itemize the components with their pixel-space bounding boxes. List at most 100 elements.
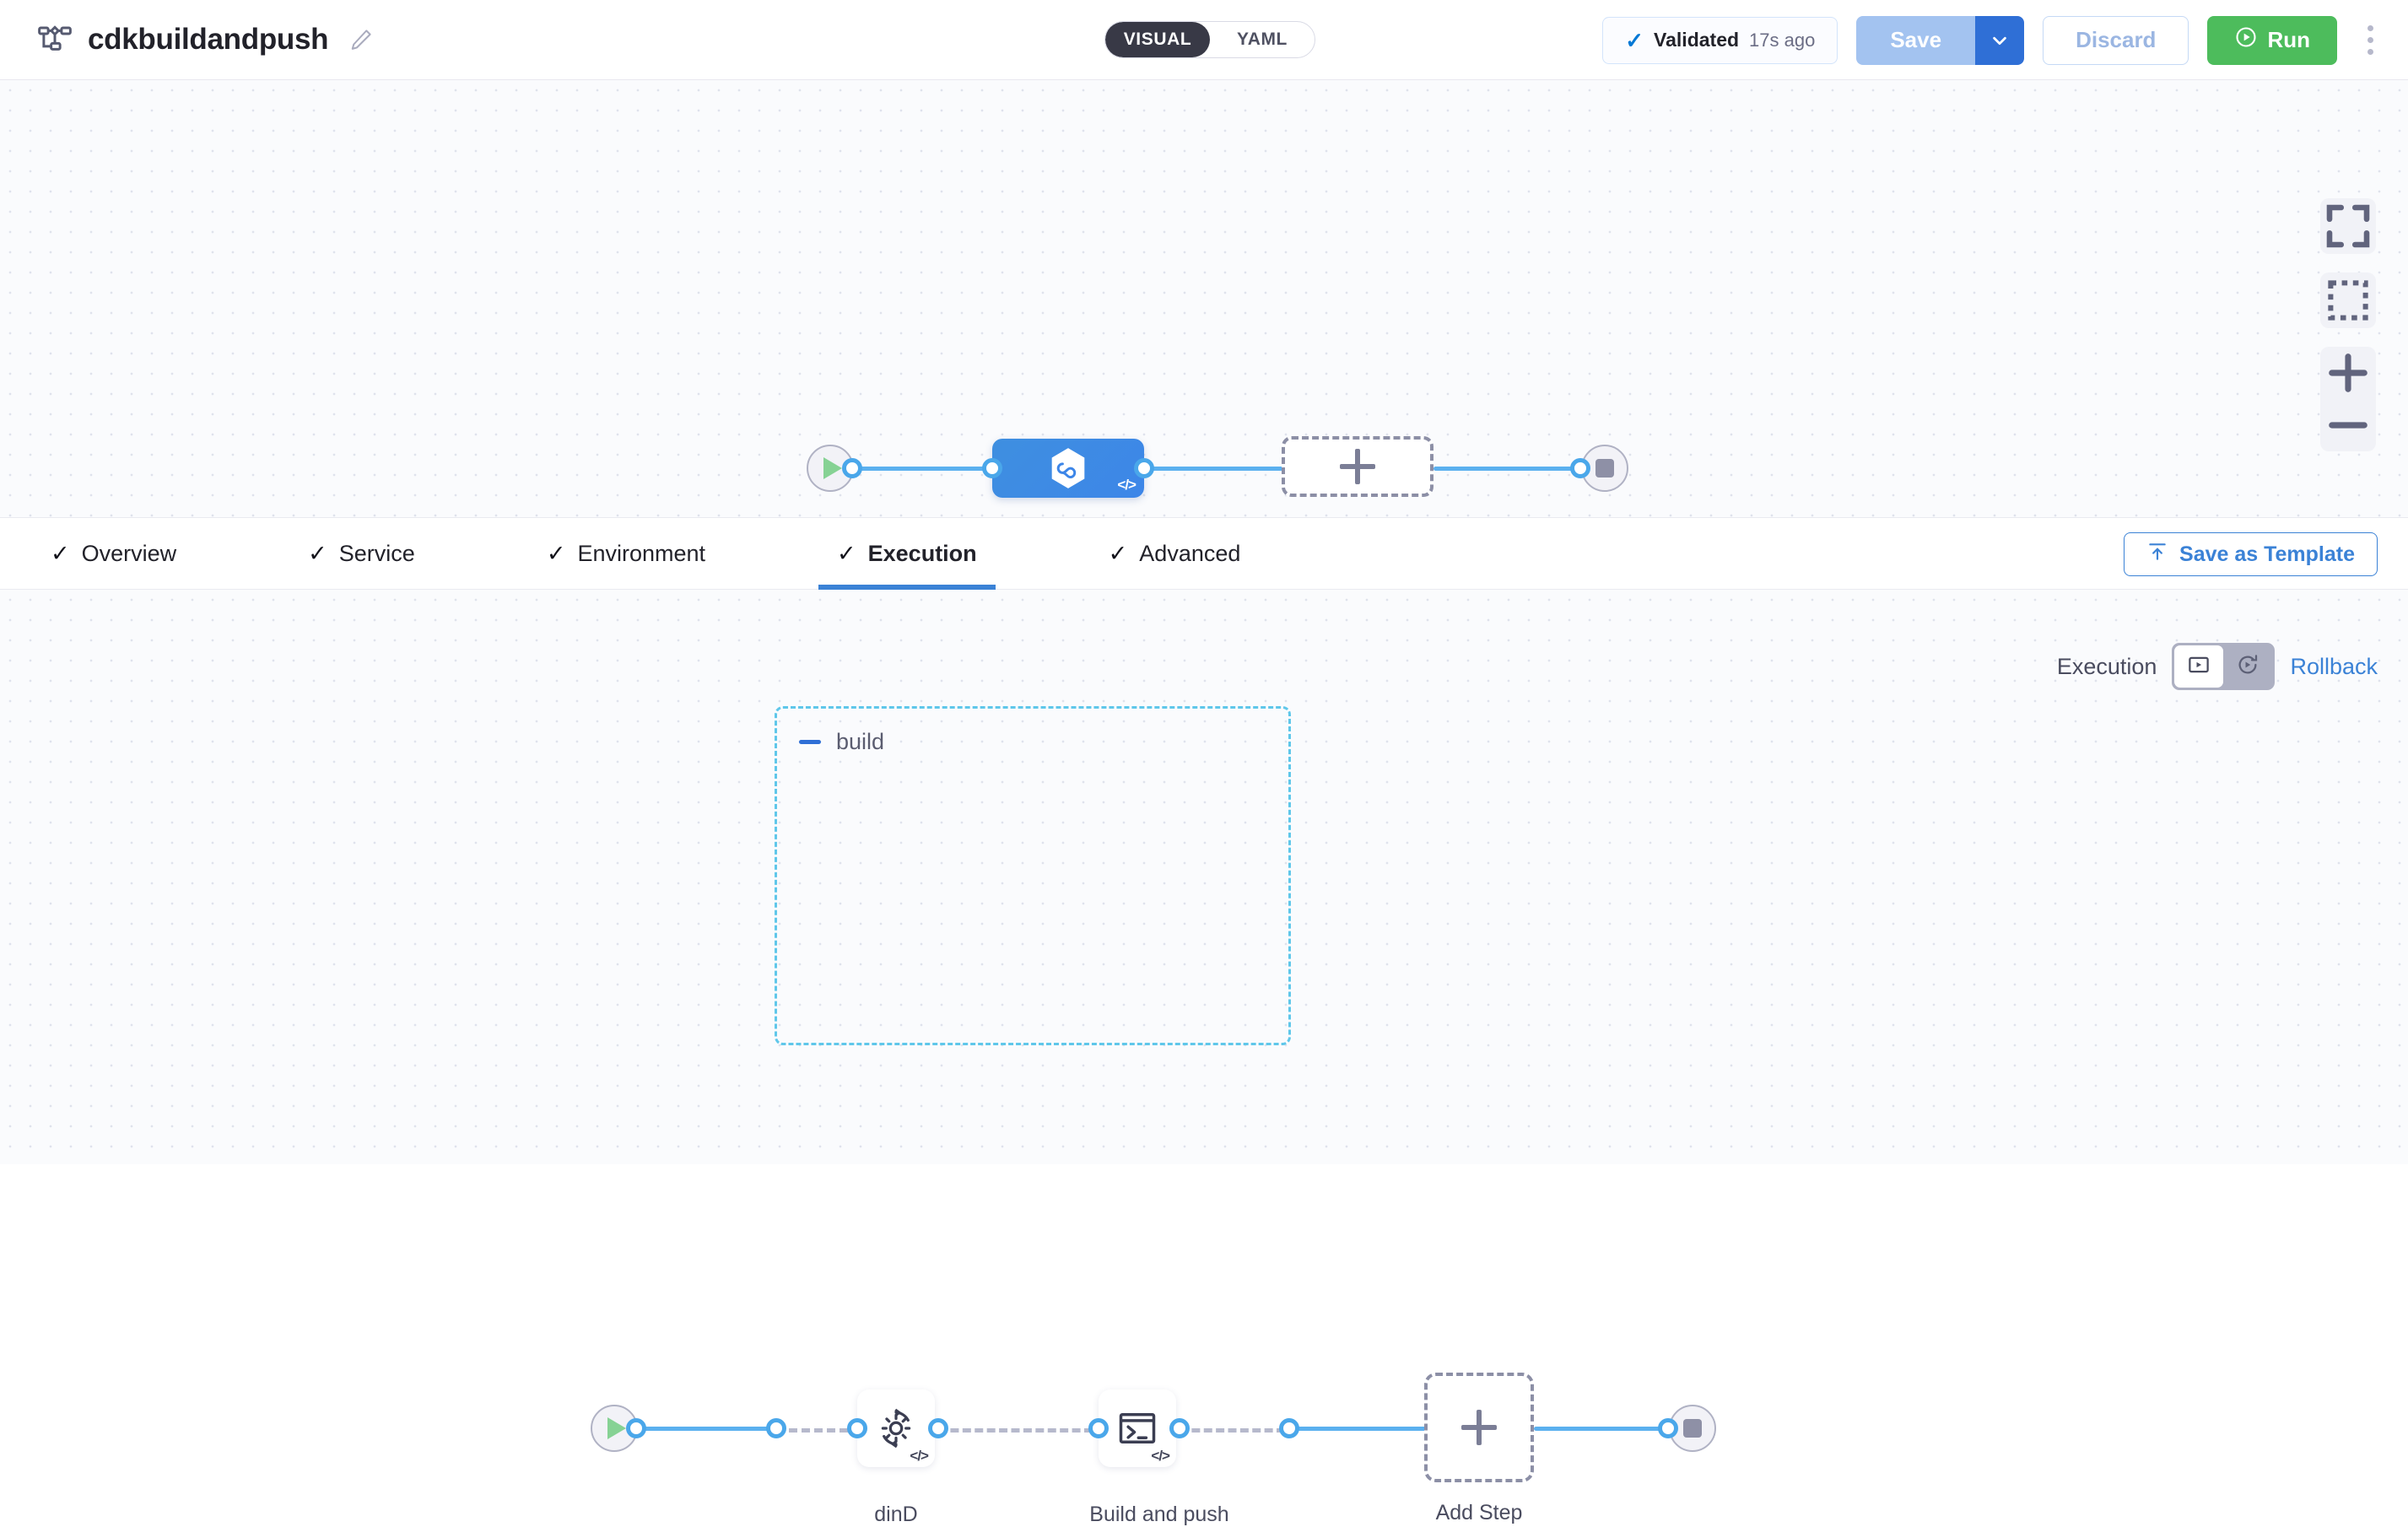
- save-as-template-button[interactable]: Save as Template: [2124, 532, 2378, 576]
- execution-play-icon: [2186, 652, 2211, 682]
- check-icon: ✓: [308, 540, 327, 566]
- step-group-build[interactable]: build: [775, 706, 1291, 1045]
- tab-label: Execution: [867, 540, 977, 566]
- visual-yaml-toggle[interactable]: VISUAL YAML: [1104, 21, 1315, 58]
- steps-canvas[interactable]: Execution Rol: [0, 590, 2408, 1526]
- gear-rotate-icon: [881, 1408, 911, 1449]
- step-label: Build and push: [1089, 1503, 1229, 1526]
- check-icon: ✓: [1625, 27, 1644, 53]
- pencil-icon[interactable]: [348, 27, 374, 52]
- connector-line: [1534, 1427, 1669, 1431]
- plus-icon: [1461, 1410, 1497, 1445]
- connector-dot: [1088, 1418, 1109, 1438]
- validation-timestamp: 17s ago: [1749, 29, 1816, 51]
- minus-collapse-icon[interactable]: [799, 740, 821, 744]
- stage-tab-bar: ✓ Overview ✓ Service ✓ Environment ✓ Exe…: [0, 517, 2408, 590]
- mode-visual[interactable]: VISUAL: [1105, 22, 1210, 57]
- stop-icon: [1595, 459, 1614, 478]
- step-group-header: build: [799, 729, 884, 755]
- tab-label: Advanced: [1139, 540, 1241, 566]
- rollback-rotate-icon: [2235, 652, 2260, 682]
- connector-dot: [1279, 1418, 1299, 1438]
- execution-label: Execution: [2056, 653, 2157, 679]
- execution-mode-button[interactable]: [2174, 645, 2224, 688]
- save-as-template-label: Save as Template: [2179, 542, 2355, 566]
- app-header: cdkbuildandpush VISUAL YAML ✓ Validated …: [0, 0, 2408, 80]
- validation-status-badge: ✓ Validated 17s ago: [1602, 16, 1838, 64]
- stop-icon: [1683, 1419, 1702, 1438]
- tab-environment[interactable]: ✓ Environment: [543, 517, 709, 590]
- tab-label: Service: [338, 540, 415, 566]
- chevron-down-icon[interactable]: [1975, 15, 2025, 65]
- stage-node-ckd[interactable]: </>: [992, 439, 1144, 498]
- rollback-label[interactable]: Rollback: [2290, 653, 2378, 679]
- connector-line-dashed: [1180, 1428, 1285, 1433]
- add-step-button[interactable]: [1424, 1373, 1534, 1482]
- header-left-group: cdkbuildandpush: [37, 22, 374, 57]
- marquee-select-icon[interactable]: [2320, 272, 2376, 328]
- tab-label: Overview: [81, 540, 177, 566]
- check-icon: ✓: [1108, 540, 1128, 566]
- connector-dot: [982, 458, 1002, 478]
- connector-dot: [766, 1418, 786, 1438]
- check-icon: ✓: [837, 540, 856, 566]
- connector-dot: [1169, 1418, 1190, 1438]
- harness-cd-hexagon-icon: [1051, 448, 1085, 488]
- tab-service[interactable]: ✓ Service: [305, 517, 418, 590]
- template-upload-icon: [2146, 541, 2168, 569]
- zoom-in-button[interactable]: [2320, 347, 2376, 399]
- add-step-label: Add Step: [1435, 1501, 1523, 1524]
- step-group-label: build: [836, 729, 885, 754]
- connector-dot: [626, 1418, 646, 1438]
- connector-line: [1433, 467, 1581, 471]
- mode-yaml[interactable]: YAML: [1237, 30, 1288, 49]
- run-button[interactable]: Run: [2207, 15, 2337, 65]
- kebab-menu-icon[interactable]: [2356, 25, 2384, 55]
- code-badge: </>: [1151, 1448, 1170, 1464]
- connector-dot: [842, 458, 862, 478]
- page-title: cdkbuildandpush: [88, 23, 329, 56]
- check-icon: ✓: [546, 540, 566, 566]
- validation-status-text: Validated: [1654, 29, 1740, 51]
- connector-line: [636, 1427, 780, 1431]
- code-badge: </>: [910, 1448, 929, 1464]
- step-node-dind[interactable]: </>: [857, 1389, 935, 1467]
- execution-rollback-toggle: Execution Rol: [2057, 643, 2378, 690]
- pipeline-flow-icon: [37, 22, 73, 57]
- zoom-controls: [2320, 347, 2376, 451]
- header-actions: ✓ Validated 17s ago Save Discard Run: [1602, 0, 2384, 80]
- connector-dot: [847, 1418, 867, 1438]
- step-node-build-and-push[interactable]: </>: [1099, 1389, 1176, 1467]
- run-button-label: Run: [2267, 27, 2310, 52]
- connector-line: [1289, 1427, 1426, 1431]
- connector-dot: [1658, 1418, 1678, 1438]
- add-stage-button[interactable]: [1282, 436, 1433, 497]
- zoom-out-button[interactable]: [2320, 399, 2376, 451]
- connector-line: [852, 467, 991, 471]
- code-badge: </>: [1117, 477, 1137, 493]
- stage-canvas[interactable]: </> ckd Add Stage: [0, 80, 2408, 562]
- play-icon: [823, 457, 842, 479]
- plus-icon: [1340, 449, 1375, 484]
- connector-dot: [1134, 458, 1154, 478]
- terminal-icon: [1119, 1413, 1156, 1443]
- execution-mode-switch[interactable]: [2172, 643, 2276, 690]
- play-icon: [607, 1417, 626, 1439]
- connector-line: [1144, 467, 1283, 471]
- tab-overview[interactable]: ✓ Overview: [47, 517, 180, 590]
- connector-dot: [928, 1418, 948, 1438]
- tab-label: Environment: [577, 540, 706, 566]
- canvas-controls: [2320, 198, 2376, 451]
- connector-dot: [1570, 458, 1590, 478]
- tab-advanced[interactable]: ✓ Advanced: [1105, 517, 1244, 590]
- tab-execution[interactable]: ✓ Execution: [818, 517, 996, 590]
- connector-line-dashed: [938, 1428, 1093, 1433]
- check-icon: ✓: [51, 540, 70, 566]
- play-circle-icon: [2234, 25, 2258, 55]
- discard-button[interactable]: Discard: [2043, 15, 2189, 65]
- save-button[interactable]: Save: [1856, 15, 1976, 65]
- expand-icon[interactable]: [2320, 198, 2376, 254]
- rollback-mode-button[interactable]: [2223, 645, 2272, 688]
- save-button-group[interactable]: Save: [1856, 15, 2025, 65]
- step-label: dinD: [874, 1503, 918, 1526]
